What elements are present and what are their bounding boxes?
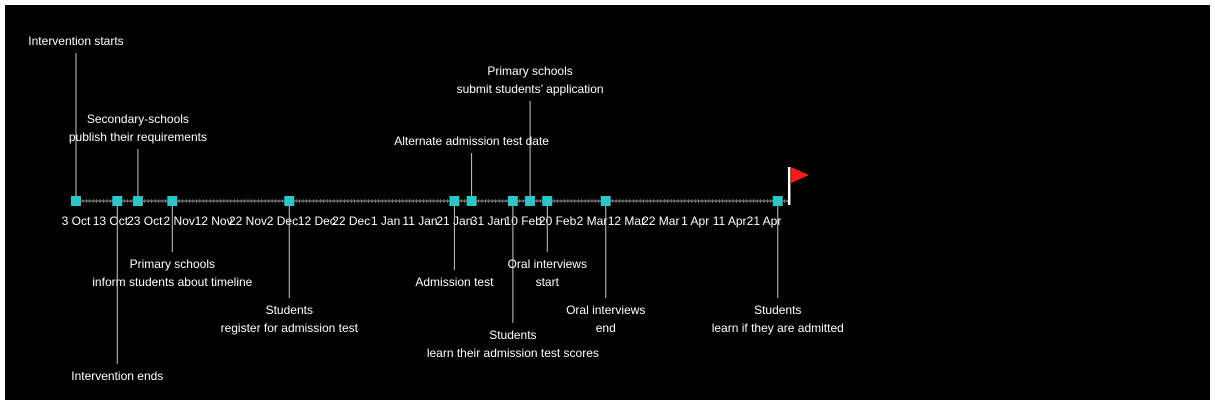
event-label: Oral interviews (566, 303, 645, 317)
event-marker (167, 196, 178, 206)
axis-tick-label: 13 Oct (93, 214, 129, 228)
event-label: Students (489, 328, 536, 342)
axis-tick-label: 20 Feb (539, 214, 577, 228)
event-label: Primary schools (487, 64, 572, 78)
axis-tick-label: 12 Mar (608, 214, 645, 228)
axis-tick-label: 21 Apr (747, 214, 782, 228)
event-marker (542, 196, 553, 206)
axis-tick-label: 22 Dec (332, 214, 370, 228)
event-label: register for admission test (221, 321, 359, 335)
event-label: Secondary-schools (87, 112, 189, 126)
axis-tick-label: 2 Nov (164, 214, 195, 228)
axis-tick-label: 22 Mar (642, 214, 679, 228)
event-label: learn their admission test scores (427, 346, 599, 360)
flag-layer (787, 167, 810, 205)
event-marker (71, 196, 81, 206)
event-label: Intervention starts (28, 34, 123, 48)
event-label: inform students about timeline (92, 275, 252, 289)
event-label: start (536, 275, 560, 289)
event-marker (466, 196, 477, 206)
axis-tick-label: 10 Feb (505, 214, 543, 228)
axis-tick-label: 11 Jan (402, 214, 437, 228)
event-label: Intervention ends (71, 369, 163, 383)
connector-layer (75, 53, 779, 364)
event-label: learn if they are admitted (712, 321, 844, 335)
axis-tick-label: 12 Dec (298, 214, 336, 228)
event-label: end (596, 321, 616, 335)
event-marker (112, 196, 123, 206)
axis-tick-label: 31 Jan (471, 214, 507, 228)
axis-tick-label: 22 Nov (229, 214, 267, 228)
axis-tick-label: 11 Apr (713, 214, 747, 228)
event-label: Admission test (415, 275, 494, 289)
event-label: Alternate admission test date (394, 134, 549, 148)
event-marker (449, 196, 460, 206)
event-label: Students (266, 303, 313, 317)
event-label: publish their requirements (69, 130, 207, 144)
event-marker (772, 196, 783, 206)
axis-tick-label: 23 Oct (127, 214, 163, 228)
event-label: Oral interviews (508, 257, 587, 271)
axis-tick-label: 12 Nov (195, 214, 233, 228)
axis-tick-label: 1 Jan (371, 214, 400, 228)
event-label: Students (754, 303, 801, 317)
axis-tick-label: 3 Oct (62, 214, 91, 228)
red-flag-icon (791, 167, 810, 183)
event-marker (507, 196, 518, 206)
marker-layer (71, 196, 783, 206)
event-marker (132, 196, 143, 206)
axis-tick-label: 2 Mar (577, 214, 608, 228)
event-label: submit students’ application (457, 82, 604, 96)
axis-tick-label: 2 Dec (267, 214, 298, 228)
axis-tick-label: 1 Apr (681, 214, 709, 228)
event-marker (600, 196, 611, 206)
event-marker (284, 196, 295, 206)
event-marker (525, 196, 536, 206)
event-label: Primary schools (130, 257, 215, 271)
